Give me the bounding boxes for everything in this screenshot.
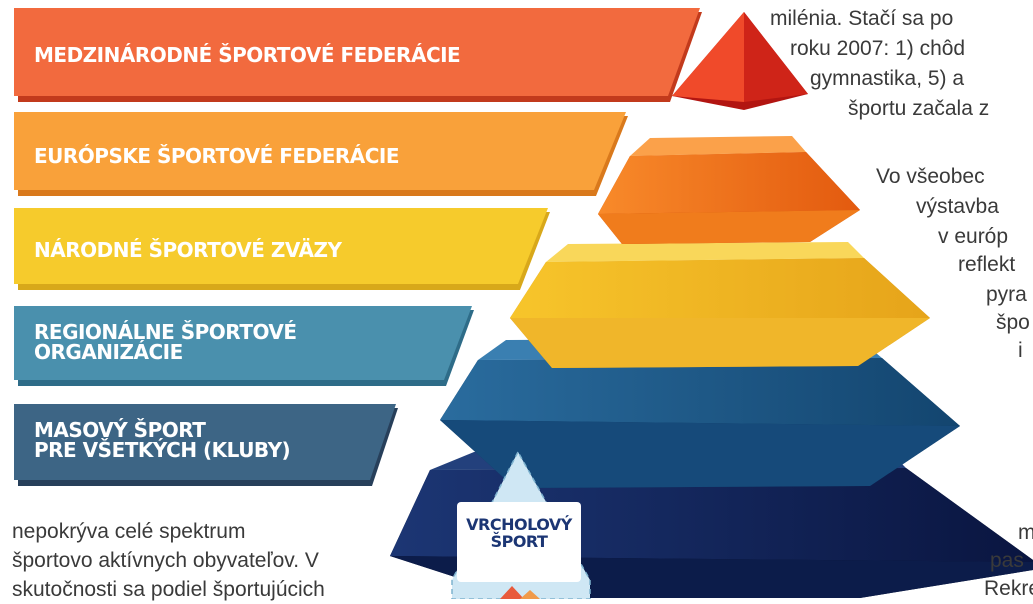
text-left-line: nepokrýva celé spektrum (12, 520, 246, 543)
text-right-line: i (1018, 339, 1023, 362)
band-ribbon-mass (14, 404, 398, 486)
pyramid-level-european (598, 136, 860, 244)
text-left-line: športovo aktívnych obyvateľov. V (12, 549, 319, 572)
band-label-mass: MASOVÝ ŠPORT PRE VŠETKÝCH (KLUBY) (34, 418, 291, 462)
text-right-line: Rekre (984, 577, 1033, 600)
elite-sport-badge (451, 450, 591, 599)
text-right-line: roku 2007: 1) chôd (790, 37, 966, 60)
pyramid-level-international (672, 12, 808, 110)
text-right-line: športu začala z (848, 97, 990, 120)
text-left-line: skutočnosti sa podiel športujúcich (12, 578, 325, 601)
band-label-european: EURÓPSKE ŠPORTOVÉ FEDERÁCIE (34, 144, 400, 168)
text-right-line: v európ (938, 225, 1009, 248)
text-right-line: pas (990, 549, 1024, 572)
text-right-line: gymnastika, 5) a (810, 67, 965, 90)
text-right-line: špo (996, 311, 1030, 334)
text-right-line: m (1018, 521, 1033, 544)
text-right-line: výstavba (916, 195, 999, 218)
band-ribbon-european (14, 112, 628, 196)
band-label-national: NÁRODNÉ ŠPORTOVÉ ZVÄZY (34, 238, 342, 262)
band-ribbon-national (14, 208, 550, 290)
band-ribbon-regional (14, 306, 474, 386)
text-right-line: pyra (986, 283, 1027, 306)
text-right-line: reflekt (958, 253, 1016, 276)
elite-sport-label: VRCHOLOVÝ ŠPORT (466, 515, 572, 551)
pyramid-level-national (510, 242, 930, 368)
band-label-international: MEDZINÁRODNÉ ŠPORTOVÉ FEDERÁCIE (34, 43, 461, 67)
text-right-line: milénia. Stačí sa po (770, 7, 954, 30)
text-right-line: Vo všeobec (876, 165, 985, 188)
band-ribbon-international (14, 8, 702, 102)
band-label-regional: REGIONÁLNE ŠPORTOVÉ ORGANIZÁCIE (34, 320, 297, 364)
